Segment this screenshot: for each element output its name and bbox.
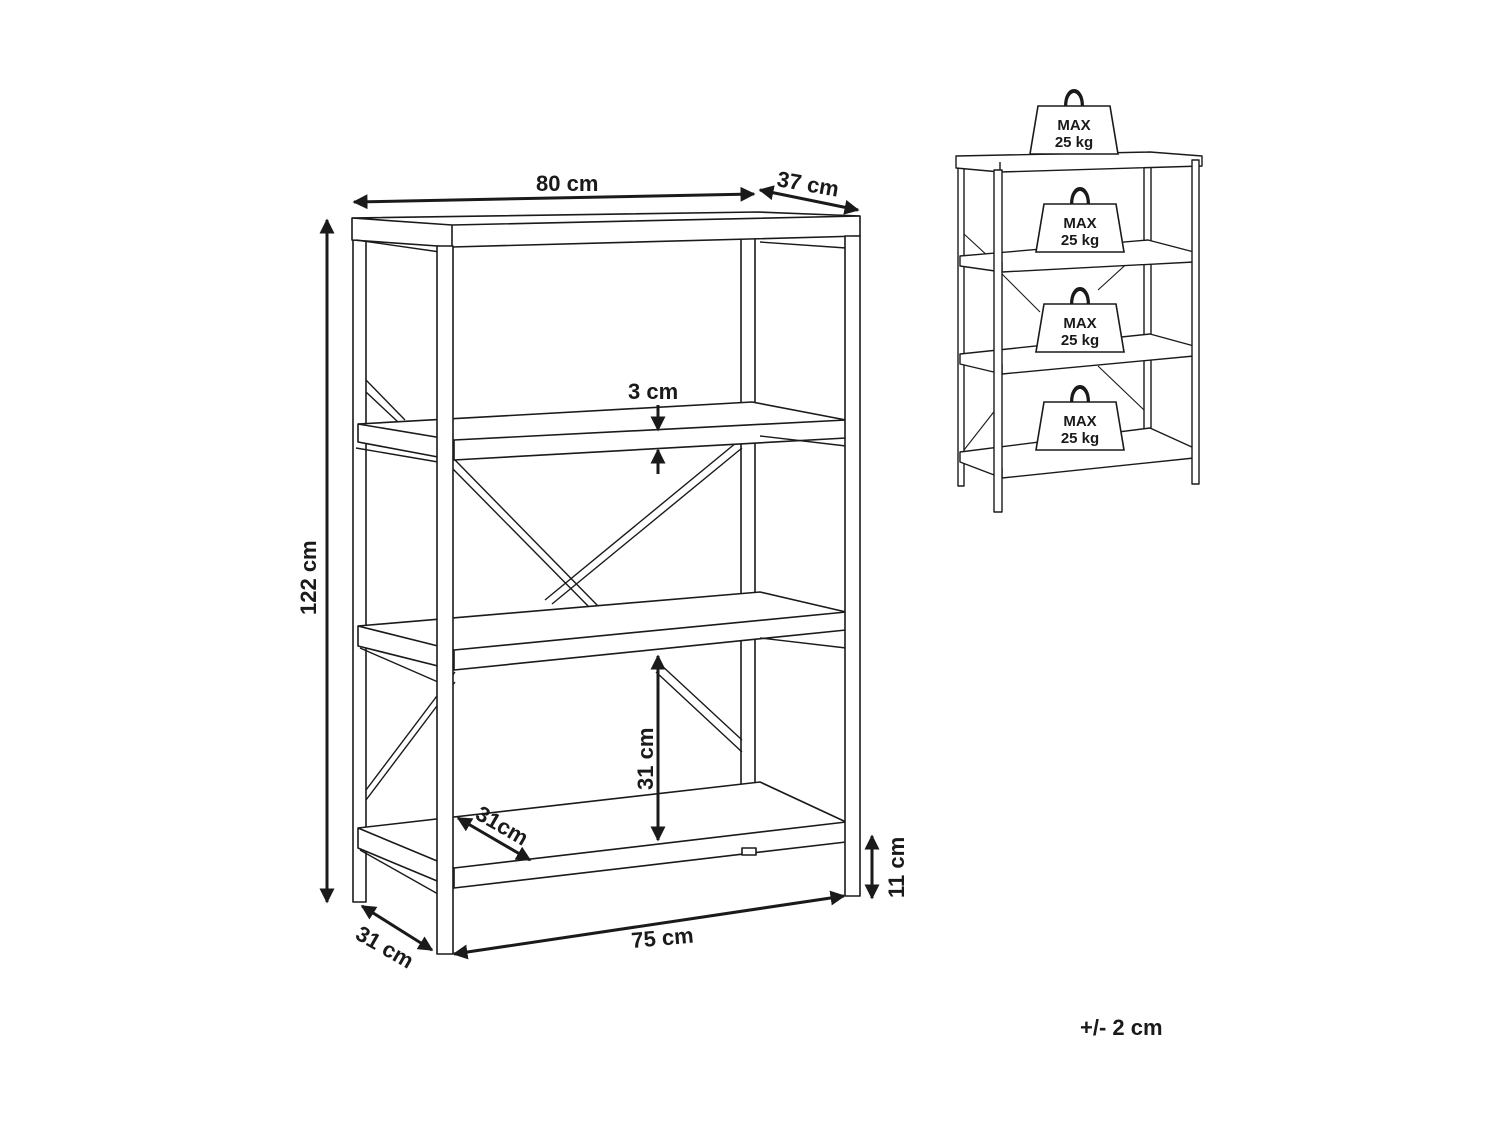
inner-width-label: 75 cm (630, 923, 694, 953)
weight-max-label: MAX (1063, 413, 1096, 430)
floor-clearance-label: 11 cm (884, 837, 909, 898)
shelf-thickness-label: 3 cm (628, 379, 678, 404)
front-right-post (844, 235, 861, 897)
main-shelf-drawing (351, 211, 861, 955)
inner-width-arrow (452, 890, 846, 960)
weight-icon: MAX 25 kg (1035, 287, 1125, 353)
back-left-post (352, 237, 367, 903)
width-label: 80 cm (536, 171, 598, 196)
dimension-arrows (319, 185, 880, 960)
shelf-spacing-label: 31 cm (633, 728, 658, 790)
shelf-depth-arrow (456, 816, 532, 862)
base-depth-arrow (360, 904, 434, 952)
tolerance-note: +/- 2 cm (1080, 1015, 1163, 1040)
front-left-post (436, 245, 454, 955)
weight-icon: MAX 25 kg (1035, 187, 1125, 253)
shelf-3 (357, 781, 847, 889)
base-depth-label: 31 cm (352, 921, 419, 974)
shelf-1 (357, 401, 847, 461)
rear-foot (741, 847, 757, 856)
weight-max-label: MAX (1063, 215, 1096, 232)
weight-icon: MAX 25 kg (1029, 89, 1119, 155)
weight-icon: MAX 25 kg (1035, 385, 1125, 451)
weight-kg-label: 25 kg (1061, 332, 1099, 349)
weight-kg-label: 25 kg (1055, 134, 1093, 151)
height-label: 122 cm (296, 540, 321, 615)
shelf-2 (357, 591, 847, 671)
load-capacity-drawing (955, 151, 1203, 513)
back-right-post (740, 237, 756, 851)
weight-kg-label: 25 kg (1061, 232, 1099, 249)
top-board (351, 211, 861, 248)
weight-max-label: MAX (1063, 315, 1096, 332)
side-rails (355, 239, 847, 895)
weight-kg-label: 25 kg (1061, 430, 1099, 447)
weight-max-label: MAX (1057, 117, 1090, 134)
depth-arrow (758, 185, 860, 215)
width-arrow (352, 186, 756, 210)
